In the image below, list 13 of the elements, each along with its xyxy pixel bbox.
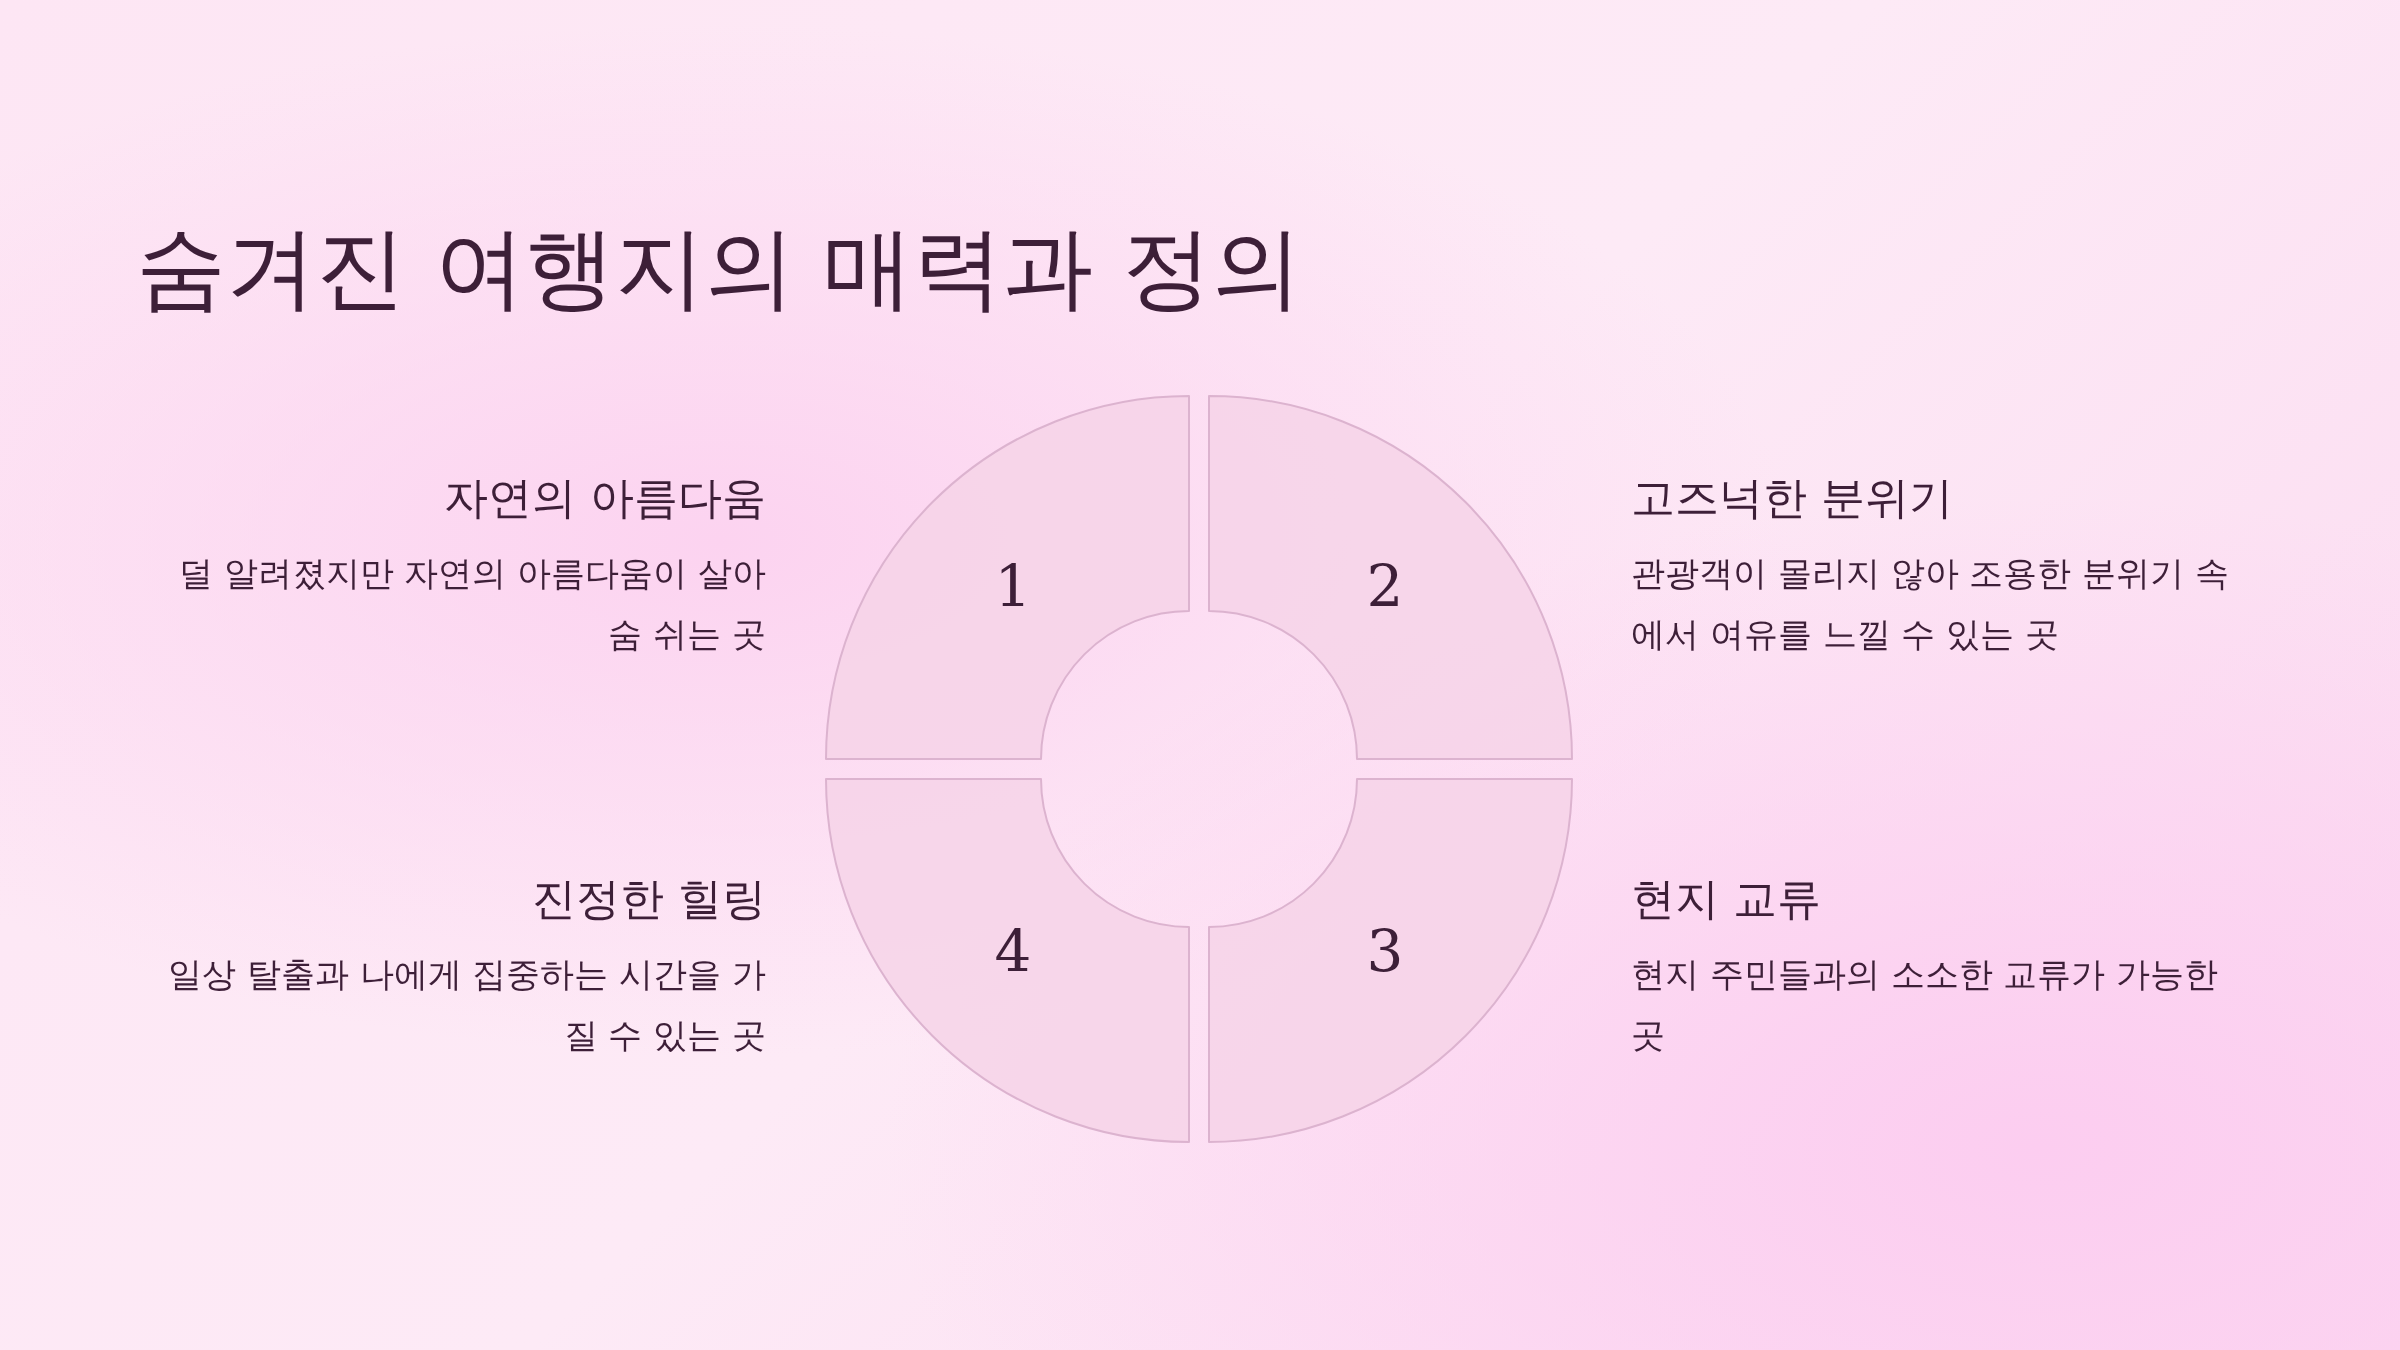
item-heading: 현지 교류 <box>1631 872 1822 926</box>
item-heading: 자연의 아름다움 <box>443 471 766 525</box>
item-heading: 진정한 힐링 <box>531 872 766 926</box>
item-heading: 고즈넉한 분위기 <box>1631 471 1954 525</box>
item-description: 덜 알려졌지만 자연의 아름다움이 살아 숨 쉬는 곳 <box>177 552 766 656</box>
segment-number: 2 <box>1366 557 1404 615</box>
segment-number: 4 <box>994 922 1032 980</box>
item-description: 일상 탈출과 나에게 집중하는 시간을 가질 수 있는 곳 <box>166 953 766 1057</box>
segment-number: 1 <box>994 557 1032 615</box>
segment-number: 3 <box>1366 922 1404 980</box>
item-description: 관광객이 몰리지 않아 조용한 분위기 속에서 여유를 느낄 수 있는 곳 <box>1631 552 2231 656</box>
title: 숨겨진 여행지의 매력과 정의 <box>136 214 1302 322</box>
item-description: 현지 주민들과의 소소한 교류가 가능한 곳 <box>1631 953 2220 1057</box>
